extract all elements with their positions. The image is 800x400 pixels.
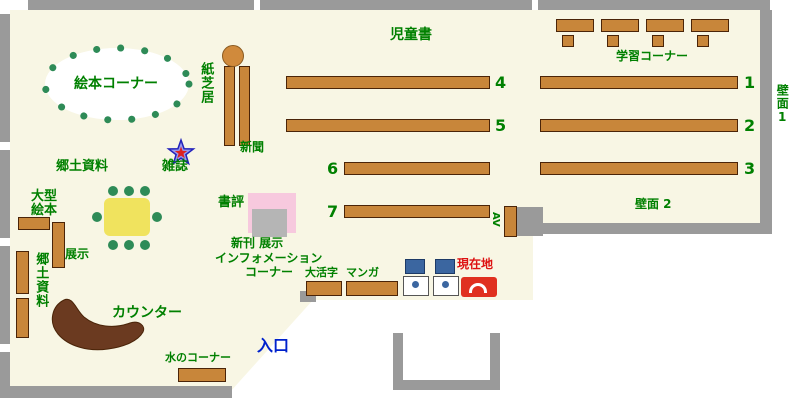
wall-block-av bbox=[517, 207, 543, 236]
label-picture-book-corner: 絵本コーナー bbox=[74, 76, 158, 92]
chair-dot bbox=[108, 186, 118, 196]
label-wall-2: 壁面 2 bbox=[635, 197, 672, 211]
label-large-picture-books: 大型絵本 bbox=[31, 189, 58, 219]
label-kamishibai: 紙芝居 bbox=[198, 62, 214, 104]
kamishibai-shelf-2 bbox=[239, 66, 250, 146]
kamishibai-shelf-1 bbox=[224, 66, 235, 146]
chair-dot bbox=[108, 240, 118, 250]
study-chair bbox=[652, 35, 664, 47]
study-desk bbox=[646, 19, 684, 32]
label-manga: マンガ bbox=[346, 266, 379, 279]
wall-top-1 bbox=[28, 0, 254, 10]
label-shelf-2: 2 bbox=[744, 116, 756, 135]
reading-table bbox=[104, 198, 150, 236]
bookshelf-3 bbox=[540, 162, 738, 175]
picture-book-corner-ellipse bbox=[41, 44, 193, 124]
bookshelf-6 bbox=[344, 162, 490, 175]
new-book-display-gray bbox=[252, 209, 287, 237]
study-desk bbox=[691, 19, 729, 32]
label-large-print: 大活字 bbox=[305, 266, 338, 279]
wall-top-2 bbox=[260, 0, 532, 10]
bookshelf-2 bbox=[540, 119, 738, 132]
chair-dot bbox=[140, 240, 150, 250]
water-corner-shelf bbox=[178, 368, 226, 382]
label-childrens-books: 児童書 bbox=[390, 27, 432, 43]
current-location-arc bbox=[469, 283, 487, 293]
chair-dot bbox=[140, 186, 150, 196]
terminal-screen bbox=[405, 259, 425, 274]
wall-vestibule-bottom bbox=[393, 380, 500, 390]
study-chair bbox=[607, 35, 619, 47]
av-shelf bbox=[504, 206, 517, 237]
label-current-location: 現在地 bbox=[457, 257, 494, 271]
chair-dot bbox=[92, 212, 102, 222]
terminal-button bbox=[442, 281, 449, 288]
label-shelf-7: 7 bbox=[327, 202, 339, 221]
wall-vestibule-right bbox=[490, 333, 500, 390]
wall-entry-corner bbox=[300, 291, 316, 302]
manga-shelf bbox=[346, 281, 398, 296]
chair-dot bbox=[124, 240, 134, 250]
large-picture-book-shelf-h bbox=[18, 217, 50, 230]
label-information-line2: コーナー bbox=[245, 265, 294, 279]
bookshelf-1 bbox=[540, 76, 738, 89]
local-materials-shelf-2 bbox=[16, 298, 29, 338]
wall-left-3 bbox=[0, 246, 10, 344]
magazine-star-inner bbox=[174, 146, 188, 159]
label-local-materials-vertical: 郷土資料 bbox=[33, 252, 49, 308]
large-picture-book-shelf-v bbox=[52, 222, 65, 268]
label-shelf-5: 5 bbox=[495, 116, 507, 135]
counter-desk-shape bbox=[51, 298, 145, 351]
local-materials-shelf-1 bbox=[16, 251, 29, 294]
wall-left-1 bbox=[0, 14, 10, 142]
study-desk bbox=[601, 19, 639, 32]
label-book-review: 書評 bbox=[218, 195, 245, 210]
chair-dot bbox=[124, 186, 134, 196]
label-shelf-1: 1 bbox=[744, 73, 756, 92]
label-exhibit: 展示 bbox=[65, 247, 90, 261]
wall-left-2 bbox=[0, 150, 10, 238]
study-chair bbox=[562, 35, 574, 47]
study-chair bbox=[697, 35, 709, 47]
floor-area bbox=[10, 10, 770, 392]
study-desk bbox=[556, 19, 594, 32]
wall-right bbox=[760, 10, 772, 234]
label-magazine: 雑誌 bbox=[162, 159, 189, 174]
label-shelf-6: 6 bbox=[327, 159, 339, 178]
label-study-corner: 学習コーナー bbox=[616, 49, 689, 63]
wall-bottom bbox=[0, 386, 232, 398]
large-print-shelf bbox=[306, 281, 342, 296]
terminal-button bbox=[412, 281, 419, 288]
bookshelf-7 bbox=[344, 205, 490, 218]
label-newspaper: 新聞 bbox=[240, 140, 265, 154]
label-counter: カウンター bbox=[112, 305, 182, 321]
label-information-line1: インフォメーション bbox=[215, 251, 323, 265]
label-av: AV bbox=[490, 212, 501, 227]
label-shelf-3: 3 bbox=[744, 159, 756, 178]
label-new-books-exhibit: 新刊 展示 bbox=[231, 236, 284, 250]
label-shelf-4: 4 bbox=[495, 73, 507, 92]
bookshelf-4 bbox=[286, 76, 490, 89]
terminal-screen bbox=[435, 259, 455, 274]
wall-left-4 bbox=[0, 352, 10, 392]
pillar bbox=[222, 45, 244, 67]
wall-vestibule-left bbox=[393, 333, 403, 390]
bookshelf-5 bbox=[286, 119, 490, 132]
label-water-corner: 水のコーナー bbox=[165, 351, 231, 364]
label-local-materials: 郷土資料 bbox=[56, 159, 109, 174]
wall-right-section-bottom bbox=[538, 223, 760, 234]
label-wall-1: 壁面1 bbox=[775, 84, 790, 125]
label-entrance: 入口 bbox=[257, 336, 290, 355]
wall-top-3 bbox=[538, 0, 770, 10]
chair-dot bbox=[152, 212, 162, 222]
